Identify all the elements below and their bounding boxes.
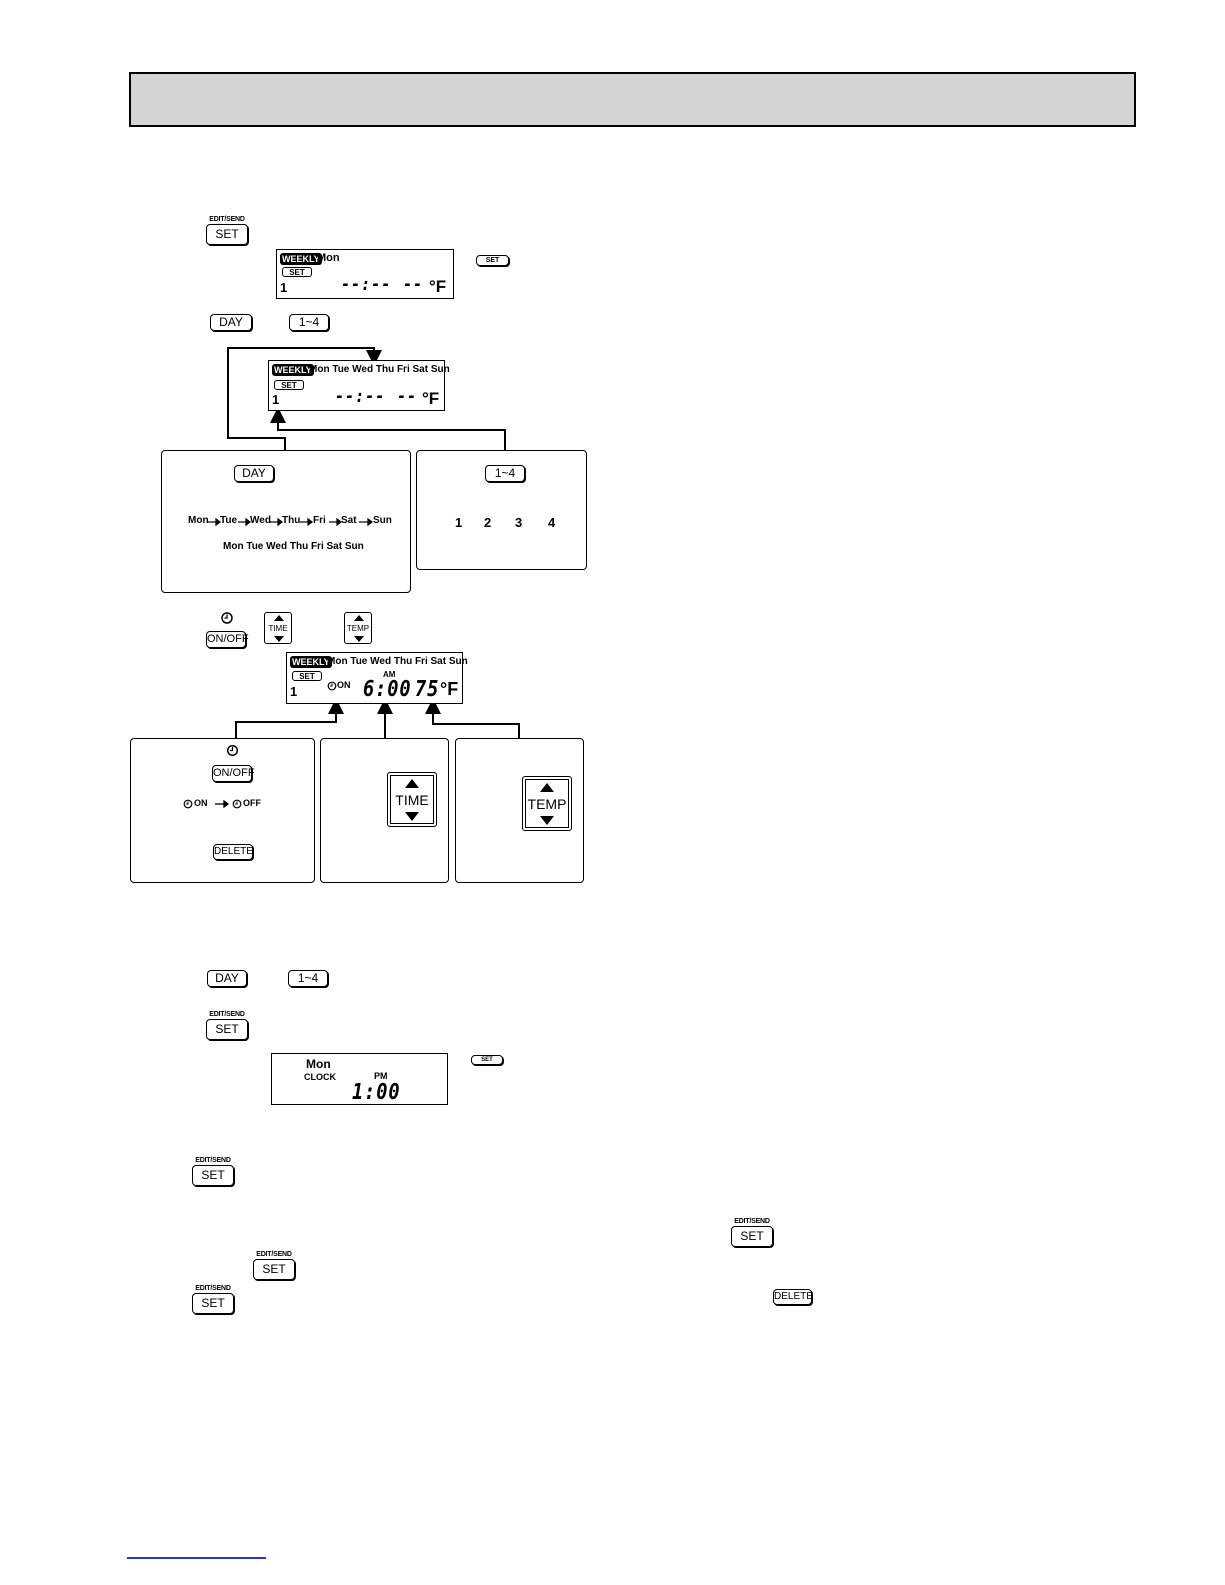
lcd-display-2: WEEKLY Mon Tue Wed Thu Fri Sat Sun SET 1… (268, 360, 450, 411)
set-mini-button-2[interactable]: SET (471, 1055, 503, 1065)
lcd-pattern: 1 (290, 684, 298, 699)
lcd-day: Mon (317, 252, 340, 264)
set-caption: EDIT/SEND (195, 1285, 231, 1292)
set-button-note3[interactable]: EDIT/SEND SET (192, 1285, 234, 1315)
set-caption: EDIT/SEND (209, 216, 245, 223)
day-return-row: Mon Tue Wed Thu Fri Sat Sun (223, 541, 364, 552)
day-seq-thu: Thu (282, 515, 301, 526)
lcd-pattern: 1 (272, 392, 280, 407)
lcd-ampm: AM (383, 670, 396, 679)
pattern-seq-2: 2 (484, 515, 492, 530)
lcd-display-1: WEEKLY Mon SET 1 --:-- -- °F (276, 249, 454, 299)
timer-clock-icon (327, 681, 337, 691)
temp-button[interactable]: TEMP (344, 612, 372, 644)
down-arrow-icon (354, 636, 364, 642)
day-seq-tue: Tue (220, 515, 238, 526)
timer-clock-icon (183, 799, 193, 809)
set-button-step1[interactable]: EDIT/SEND SET (206, 216, 248, 246)
lcd-time: 1:00 (352, 1080, 401, 1105)
lcd-mode: CLOCK (304, 1072, 336, 1082)
timer-clock-icon (226, 744, 239, 757)
set-caption: EDIT/SEND (195, 1157, 231, 1164)
down-arrow-icon (540, 816, 554, 825)
lcd-temp: 75 (415, 677, 440, 702)
lcd-temp: -- (403, 274, 424, 295)
lcd-pattern: 1 (280, 280, 288, 295)
pattern-seq-1: 1 (455, 515, 463, 530)
up-arrow-icon (354, 615, 364, 621)
section-header-bar (129, 72, 1136, 127)
set-label: SET (206, 224, 248, 245)
day-seq-sat: Sat (341, 515, 357, 526)
day-button-diagram: DAY (234, 465, 274, 482)
timer-clock-icon (232, 799, 242, 809)
day-seq-fri: Fri (313, 515, 326, 526)
down-arrow-icon (405, 812, 419, 821)
lcd-time: --:-- (335, 386, 386, 407)
timer-onoff-button-diagram: ON/OFF (212, 765, 255, 782)
day-button[interactable]: DAY (210, 314, 252, 331)
lcd-day: Mon (306, 1057, 331, 1071)
set-button-note2[interactable]: EDIT/SEND SET (253, 1251, 295, 1281)
timer-on-label: ON (194, 798, 208, 808)
lcd-unit: °F (440, 679, 459, 699)
lcd-set-badge: SET (292, 671, 322, 681)
time-label: TIME (268, 624, 288, 633)
temp-label: TEMP (527, 796, 567, 812)
up-arrow-icon (274, 615, 284, 621)
weekly-badge: WEEKLY (280, 253, 322, 265)
delete-button-note[interactable]: DELETE (773, 1289, 813, 1305)
set-caption: EDIT/SEND (209, 1011, 245, 1018)
weekly-badge: WEEKLY (290, 656, 332, 668)
timer-onoff-button[interactable]: ON/OFF (206, 631, 249, 648)
set-label: SET (192, 1165, 234, 1186)
day-seq-wed: Wed (250, 515, 271, 526)
set-label: SET (192, 1293, 234, 1314)
lcd-time: --:-- (341, 274, 392, 295)
set-label: SET (731, 1226, 773, 1247)
temp-button-large: TEMP (522, 776, 572, 831)
pattern-button-step4[interactable]: 1~4 (288, 970, 328, 987)
set-label: SET (206, 1019, 248, 1040)
lcd-timer-state: ON (337, 680, 351, 690)
set-caption: EDIT/SEND (734, 1218, 770, 1225)
set-button-step6[interactable]: EDIT/SEND SET (192, 1157, 234, 1187)
lcd-display-4: Mon CLOCK PM 1:00 (271, 1053, 448, 1105)
lcd-temp: -- (397, 386, 418, 407)
weekly-badge: WEEKLY (272, 364, 314, 376)
timer-off-label: OFF (243, 798, 261, 808)
lcd-unit: °F (422, 389, 440, 408)
delete-button-diagram: DELETE (213, 844, 253, 860)
day-seq-mon: Mon (188, 515, 209, 526)
time-label: TIME (395, 792, 429, 808)
set-button-note1[interactable]: EDIT/SEND SET (731, 1218, 773, 1248)
down-arrow-icon (274, 636, 284, 642)
day-button-step4[interactable]: DAY (207, 970, 247, 987)
up-arrow-icon (540, 783, 554, 792)
lcd-days: Mon Tue Wed Thu Fri Sat Sun (327, 656, 468, 667)
lcd-ampm: PM (374, 1071, 388, 1081)
set-mini-button[interactable]: SET (476, 255, 509, 266)
lcd-time: 6:00 (363, 677, 412, 702)
time-button[interactable]: TIME (264, 612, 292, 644)
lcd-set-badge: SET (274, 380, 304, 390)
up-arrow-icon (405, 779, 419, 788)
set-button-step5[interactable]: EDIT/SEND SET (206, 1011, 248, 1041)
timer-clock-icon (221, 612, 233, 624)
set-label: SET (253, 1259, 295, 1280)
pattern-seq-4: 4 (548, 515, 556, 530)
lcd-set-badge: SET (282, 267, 312, 277)
time-button-large: TIME (387, 772, 437, 827)
lcd-days: Mon Tue Wed Thu Fri Sat Sun (309, 364, 450, 375)
pattern-seq-3: 3 (515, 515, 523, 530)
pattern-button[interactable]: 1~4 (289, 314, 329, 331)
day-seq-sun: Sun (373, 515, 392, 526)
lcd-unit: °F (429, 277, 447, 296)
pattern-button-diagram: 1~4 (485, 465, 525, 482)
lcd-display-3: WEEKLY Mon Tue Wed Thu Fri Sat Sun SET A… (286, 652, 468, 704)
set-caption: EDIT/SEND (256, 1251, 292, 1258)
bottom-link-underline[interactable] (127, 1557, 266, 1559)
temp-label: TEMP (346, 624, 370, 633)
